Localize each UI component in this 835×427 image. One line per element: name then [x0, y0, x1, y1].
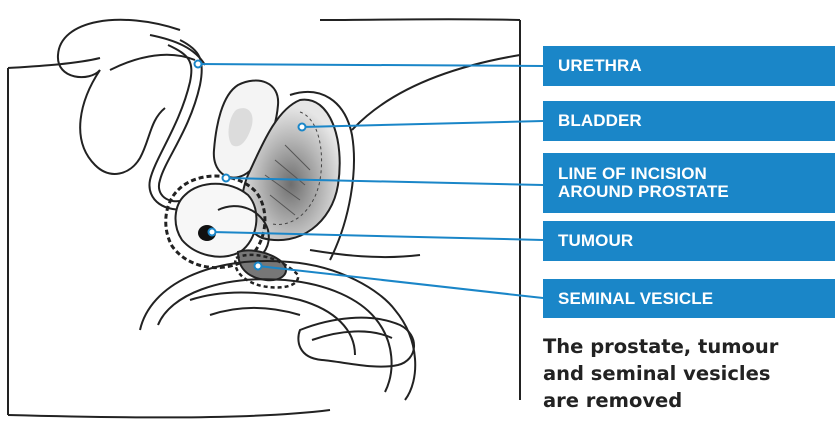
- label-bladder: BLADDER: [543, 101, 835, 141]
- label-bladder-text: BLADDER: [558, 112, 642, 130]
- label-urethra-text: URETHRA: [558, 57, 642, 75]
- caption-line-2: and seminal vesicles: [543, 360, 828, 387]
- caption: The prostate, tumour and seminal vesicle…: [543, 333, 828, 414]
- penis-outline: [58, 20, 205, 174]
- caption-line-1: The prostate, tumour: [543, 333, 828, 360]
- label-incision-line2: AROUND PROSTATE: [558, 183, 729, 201]
- leader-bladder: [302, 121, 543, 127]
- dot-bladder: [299, 124, 306, 131]
- label-tumour-text: TUMOUR: [558, 232, 633, 250]
- caption-line-3: are removed: [543, 387, 828, 414]
- label-urethra: URETHRA: [543, 46, 835, 86]
- dot-urethra: [195, 61, 202, 68]
- label-incision: LINE OF INCISION AROUND PROSTATE: [543, 153, 835, 213]
- label-seminal-vesicle: SEMINAL VESICLE: [543, 279, 835, 318]
- label-seminal-vesicle-text: SEMINAL VESICLE: [558, 290, 713, 308]
- label-incision-line1: LINE OF INCISION: [558, 165, 707, 183]
- dot-incision: [223, 175, 230, 182]
- label-tumour: TUMOUR: [543, 221, 835, 261]
- dot-seminal-vesicle: [255, 263, 262, 270]
- rectum-bowel: [140, 261, 415, 400]
- dot-tumour: [209, 229, 216, 236]
- leader-urethra: [198, 64, 543, 66]
